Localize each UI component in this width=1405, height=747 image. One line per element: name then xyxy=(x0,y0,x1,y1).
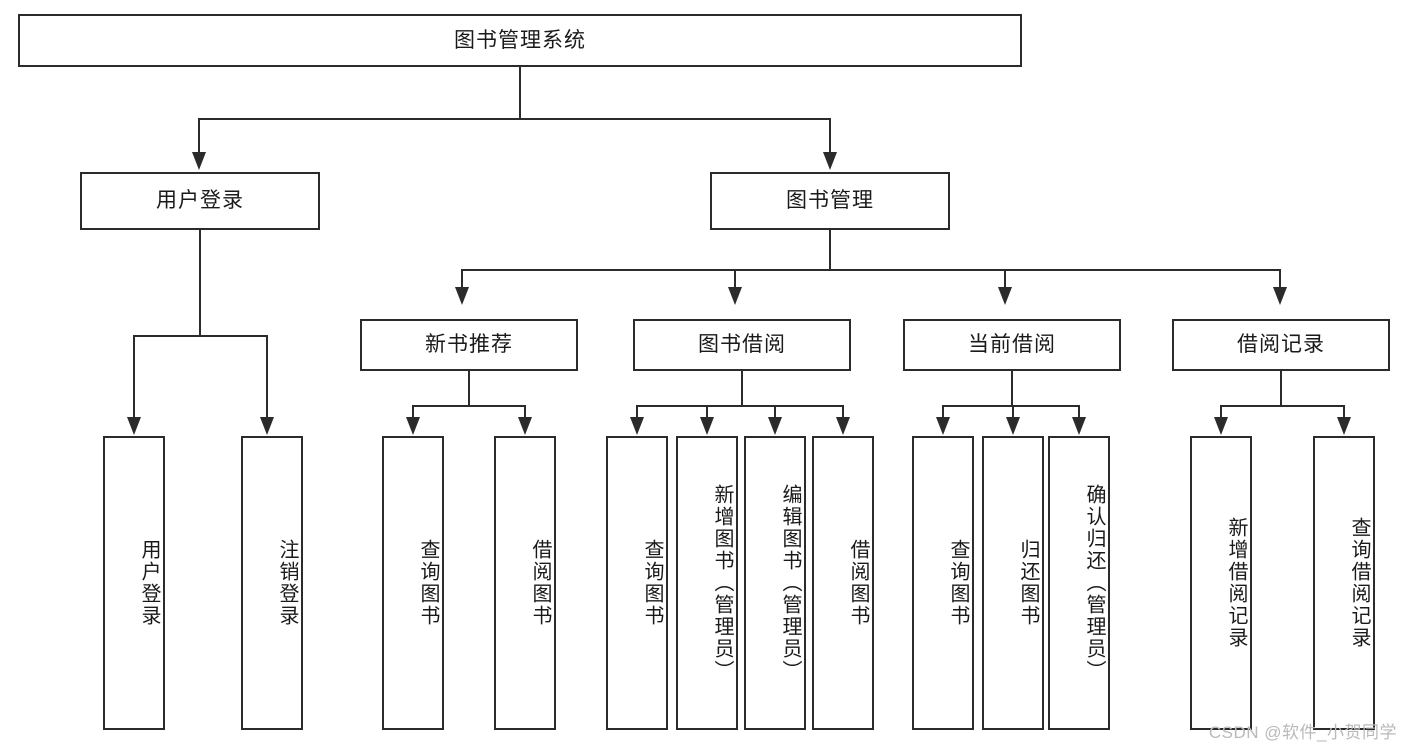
connector-borrow-record-to-leaf-1 xyxy=(1220,405,1222,419)
leaf-user-login-logout[interactable]: 注销登录 xyxy=(241,436,303,730)
arrowhead-book-borrow-leaf-4 xyxy=(836,417,850,435)
node-label: 用户登录 xyxy=(156,189,244,213)
connector-book-borrow-to-leaf-3 xyxy=(774,405,776,419)
arrowhead-bm-new-book xyxy=(455,287,469,305)
arrowhead-book-borrow-leaf-3 xyxy=(768,417,782,435)
arrowhead-book-borrow-leaf-2 xyxy=(700,417,714,435)
node-label: 图书管理系统 xyxy=(454,28,586,52)
connector-current-borrow-stem xyxy=(1011,371,1013,407)
arrowhead-current-borrow-leaf-1 xyxy=(936,417,950,435)
connector-book-borrow-to-leaf-2 xyxy=(706,405,708,419)
connector-current-borrow-to-leaf-2 xyxy=(1012,405,1014,419)
leaf-new-book-borrow-book[interactable]: 借阅图书 xyxy=(494,436,556,730)
arrowhead-root-to-book-management xyxy=(823,152,837,170)
leaf-label: 查询图书 xyxy=(641,539,663,627)
leaf-label: 新增图书（管理员） xyxy=(711,484,733,682)
watermark: CSDN @软件_小贺同学 xyxy=(1208,723,1397,742)
leaf-current-borrow-return-book[interactable]: 归还图书 xyxy=(982,436,1044,730)
arrowhead-borrow-record-leaf-2 xyxy=(1337,417,1351,435)
node-label: 借阅记录 xyxy=(1237,333,1325,357)
connector-book-borrow-to-leaf-1 xyxy=(636,405,638,419)
leaf-book-borrow-query-book[interactable]: 查询图书 xyxy=(606,436,668,730)
connector-bm-to-current-borrow xyxy=(1004,269,1006,289)
connector-borrow-record-stem xyxy=(1280,371,1282,407)
connector-user-login-stem xyxy=(199,230,201,336)
leaf-current-borrow-query-book[interactable]: 查询图书 xyxy=(912,436,974,730)
arrowhead-new-book-leaf-2 xyxy=(518,417,532,435)
arrowhead-bm-borrow-record xyxy=(1273,287,1287,305)
connector-user-login-to-leaf-2 xyxy=(266,335,268,419)
leaf-current-borrow-confirm-return-admin[interactable]: 确认归还（管理员） xyxy=(1048,436,1110,730)
node-book-management[interactable]: 图书管理 xyxy=(710,172,950,230)
leaf-new-book-query-book[interactable]: 查询图书 xyxy=(382,436,444,730)
connector-new-book-stem xyxy=(468,371,470,407)
node-current-borrow[interactable]: 当前借阅 xyxy=(903,319,1121,371)
connector-bm-to-borrow-record xyxy=(1279,269,1281,289)
connector-borrow-record-to-leaf-2 xyxy=(1343,405,1345,419)
leaf-borrow-record-query-record[interactable]: 查询借阅记录 xyxy=(1313,436,1375,730)
arrowhead-book-borrow-leaf-1 xyxy=(630,417,644,435)
leaf-label: 借阅图书 xyxy=(847,539,869,627)
leaf-user-login-login[interactable]: 用户登录 xyxy=(103,436,165,730)
connector-new-book-to-leaf-1 xyxy=(412,405,414,419)
arrowhead-user-login-leaf-2 xyxy=(260,417,274,435)
leaf-label: 查询图书 xyxy=(947,539,969,627)
leaf-book-borrow-add-book-admin[interactable]: 新增图书（管理员） xyxy=(676,436,738,730)
connector-book-management-stem xyxy=(829,230,831,271)
connector-bm-to-book-borrow xyxy=(734,269,736,289)
connector-book-borrow-stem xyxy=(741,371,743,407)
node-label: 图书借阅 xyxy=(698,333,786,357)
arrowhead-new-book-leaf-1 xyxy=(406,417,420,435)
leaf-label: 用户登录 xyxy=(138,539,160,627)
node-new-book-recommend[interactable]: 新书推荐 xyxy=(360,319,578,371)
connector-borrow-record-bus xyxy=(1220,405,1344,407)
arrowhead-current-borrow-leaf-2 xyxy=(1006,417,1020,435)
connector-book-borrow-to-leaf-4 xyxy=(842,405,844,419)
connector-current-borrow-to-leaf-1 xyxy=(942,405,944,419)
connector-root-bus xyxy=(198,118,831,120)
arrowhead-current-borrow-leaf-3 xyxy=(1072,417,1086,435)
connector-new-book-to-leaf-2 xyxy=(524,405,526,419)
leaf-label: 注销登录 xyxy=(276,539,298,627)
leaf-borrow-record-add-record[interactable]: 新增借阅记录 xyxy=(1190,436,1252,730)
arrowhead-bm-current-borrow xyxy=(998,287,1012,305)
leaf-label: 编辑图书（管理员） xyxy=(779,484,801,682)
node-borrow-record[interactable]: 借阅记录 xyxy=(1172,319,1390,371)
connector-root-stem xyxy=(519,67,521,119)
node-book-borrow[interactable]: 图书借阅 xyxy=(633,319,851,371)
leaf-label: 确认归还（管理员） xyxy=(1083,484,1105,682)
leaf-book-borrow-edit-book-admin[interactable]: 编辑图书（管理员） xyxy=(744,436,806,730)
leaf-book-borrow-borrow-book[interactable]: 借阅图书 xyxy=(812,436,874,730)
arrowhead-root-to-user-login xyxy=(192,152,206,170)
leaf-label: 新增借阅记录 xyxy=(1225,517,1247,649)
connector-root-to-user-login xyxy=(198,118,200,154)
leaf-label: 借阅图书 xyxy=(529,539,551,627)
connector-book-borrow-bus xyxy=(636,405,844,407)
connector-new-book-bus xyxy=(412,405,526,407)
node-label: 新书推荐 xyxy=(425,333,513,357)
arrowhead-bm-book-borrow xyxy=(728,287,742,305)
leaf-label: 查询图书 xyxy=(417,539,439,627)
connector-user-login-to-leaf-1 xyxy=(133,335,135,419)
connector-current-borrow-to-leaf-3 xyxy=(1078,405,1080,419)
node-root-book-management-system[interactable]: 图书管理系统 xyxy=(18,14,1022,67)
node-user-login[interactable]: 用户登录 xyxy=(80,172,320,230)
arrowhead-borrow-record-leaf-1 xyxy=(1214,417,1228,435)
connector-root-to-book-management xyxy=(829,118,831,154)
leaf-label: 查询借阅记录 xyxy=(1348,517,1370,649)
node-label: 图书管理 xyxy=(786,189,874,213)
node-label: 当前借阅 xyxy=(968,333,1056,357)
leaf-label: 归还图书 xyxy=(1017,539,1039,627)
connector-current-borrow-bus xyxy=(942,405,1080,407)
arrowhead-user-login-leaf-1 xyxy=(127,417,141,435)
connector-user-login-bus xyxy=(133,335,267,337)
connector-bm-to-new-book xyxy=(461,269,463,289)
connector-book-management-bus xyxy=(461,269,1281,271)
